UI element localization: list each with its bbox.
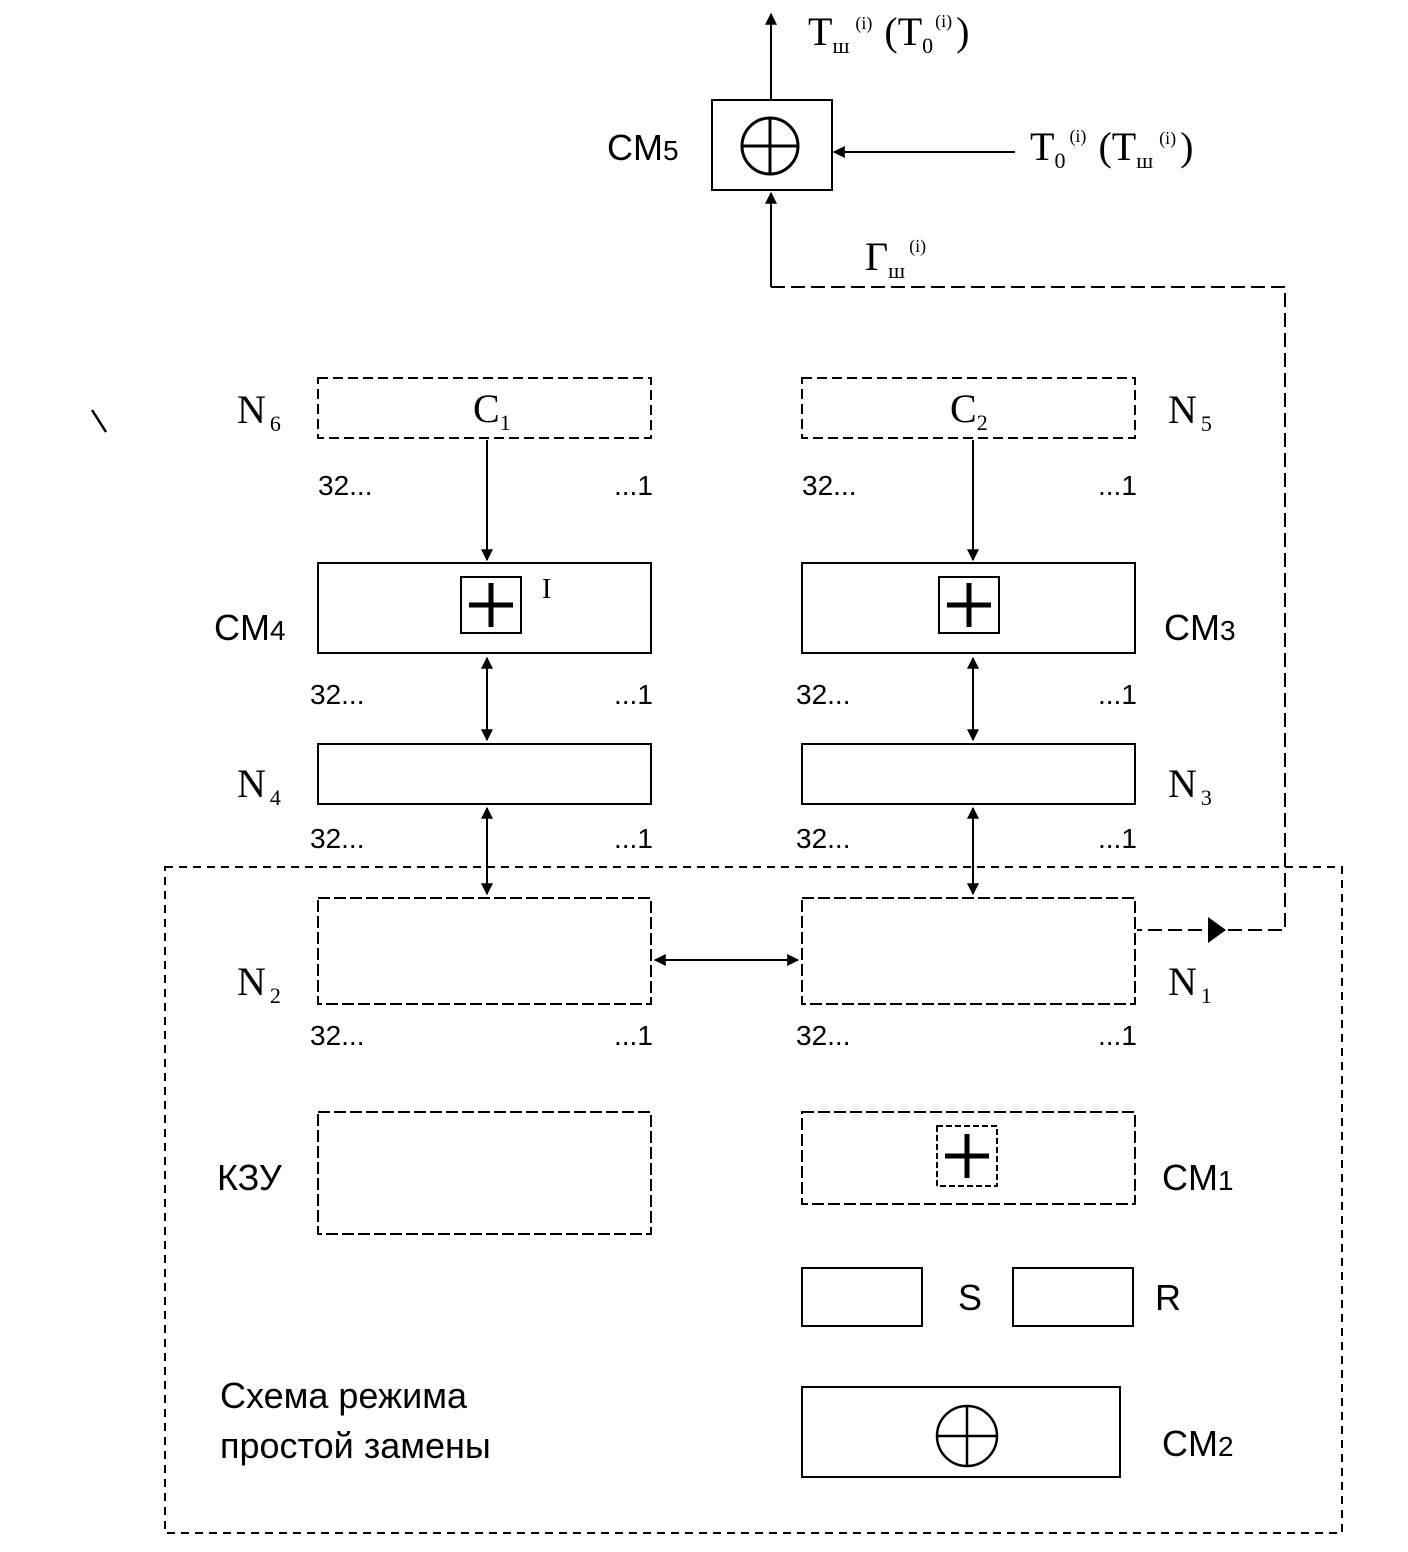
caption-line-2: простой замены	[220, 1425, 491, 1466]
cm3-label: CM3	[1164, 607, 1236, 648]
r-block: R	[1012, 1267, 1181, 1327]
xor-icon	[935, 1404, 999, 1468]
n1-bits-high: 32...	[796, 1020, 850, 1051]
cm4-label: CM4	[214, 607, 286, 648]
n6-bits-low: ...1	[614, 470, 653, 501]
n4-bits-low: ...1	[614, 823, 653, 854]
n5-content: C2	[950, 386, 988, 435]
n6-bits-high: 32...	[318, 470, 372, 501]
cm1-label: CM1	[1162, 1157, 1234, 1198]
output-label: Tш(i)(T0(i))	[808, 9, 969, 58]
n2-bits-low: ...1	[614, 1020, 653, 1051]
s-block: S	[801, 1267, 982, 1327]
n1-output-arrowhead	[1208, 917, 1226, 943]
input-label: T0(i)(Tш(i))	[1030, 124, 1193, 173]
xor-icon	[740, 116, 800, 176]
cm2-label: CM2	[1162, 1423, 1234, 1464]
cm4-bits-low: ...1	[614, 679, 653, 710]
cm4-adder: I CM4	[214, 562, 652, 654]
plus-icon	[460, 576, 522, 634]
n3-bits-low: ...1	[1098, 823, 1137, 854]
cm3-bits-high: 32...	[796, 679, 850, 710]
cm4-bits-high: 32...	[310, 679, 364, 710]
scan-mark	[90, 409, 108, 433]
s-label: S	[958, 1277, 982, 1318]
cm3-adder: CM3	[801, 562, 1236, 654]
kzu-block: КЗУ	[217, 1111, 652, 1235]
simple-substitution-frame	[164, 866, 1343, 1534]
plus-icon	[936, 1125, 998, 1187]
n5-bits-low: ...1	[1098, 470, 1137, 501]
cm1-adder: CM1	[801, 1111, 1234, 1205]
n6-content: C1	[473, 386, 511, 435]
n4-bits-high: 32...	[310, 823, 364, 854]
kzu-label: КЗУ	[217, 1157, 283, 1198]
plus-icon	[938, 576, 1000, 634]
cm3-bits-low: ...1	[1098, 679, 1137, 710]
r-label: R	[1155, 1277, 1181, 1318]
cm5-label: CM5	[607, 127, 679, 168]
cm4-mark: I	[542, 574, 551, 605]
n3-bits-high: 32...	[796, 823, 850, 854]
n1-bits-low: ...1	[1098, 1020, 1137, 1051]
n5-bits-high: 32...	[802, 470, 856, 501]
caption-line-1: Схема режима	[220, 1375, 468, 1416]
n2-bits-high: 32...	[310, 1020, 364, 1051]
cm5-block: CM5	[607, 99, 833, 191]
gamma-label: Гш(i)	[865, 234, 926, 283]
cm2-adder: CM2	[801, 1386, 1234, 1478]
